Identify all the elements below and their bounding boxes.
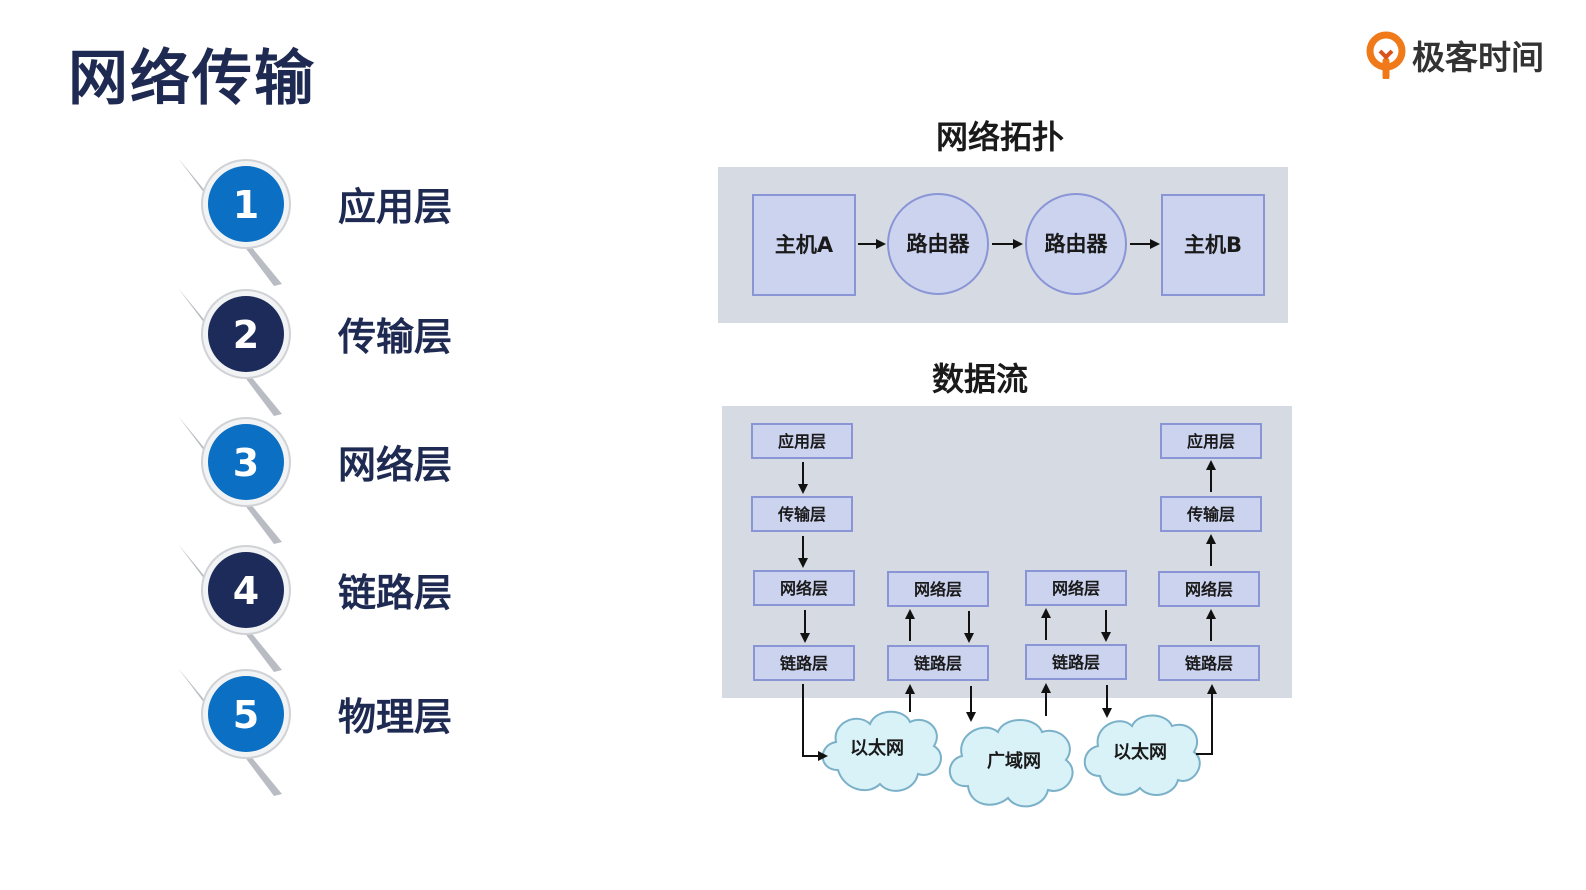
router-2-layer-label: 链路层 xyxy=(1052,653,1100,672)
router-1-layer xyxy=(887,645,989,681)
layer-label-3: 网络层 xyxy=(338,443,453,487)
badge-circle xyxy=(208,166,284,242)
router-1-layer-label: 网络层 xyxy=(914,580,962,599)
cloud-ethernet-1: 以太网 xyxy=(821,710,942,792)
host-b-layer xyxy=(1160,423,1262,459)
badge-circle xyxy=(208,552,284,628)
router-2-layer-label: 网络层 xyxy=(1052,579,1100,598)
topology-title: 网络拓扑 xyxy=(935,118,1064,156)
topology-node-host-b xyxy=(1161,194,1265,296)
badge-number: 5 xyxy=(233,693,259,737)
router-2-layer xyxy=(1025,644,1127,680)
host-a-layer-label: 应用层 xyxy=(778,432,826,451)
topology-node-label: 路由器 xyxy=(907,232,971,256)
cloud-wan: 广域网 xyxy=(948,719,1074,808)
topology-node-router-2 xyxy=(1025,193,1127,295)
topology-node-label: 主机B xyxy=(1184,233,1242,257)
badge-number: 2 xyxy=(233,313,259,357)
dataflow-title: 数据流 xyxy=(931,360,1028,398)
layer-item-5: 5 物理层 xyxy=(170,660,590,796)
topology-node-router-1 xyxy=(887,193,989,295)
host-a-layer-label: 传输层 xyxy=(777,505,826,524)
host-b-layer-label: 链路层 xyxy=(1185,654,1233,673)
cloud-label: 以太网 xyxy=(850,737,904,759)
host-a-layer xyxy=(751,423,853,459)
layer-label-2: 传输层 xyxy=(338,315,453,359)
layer-badge-3: 3 xyxy=(178,416,291,544)
host-b-layer-label: 应用层 xyxy=(1187,432,1235,451)
layer-item-3: 3 网络层 xyxy=(170,408,590,544)
topology-node-host-a xyxy=(752,194,856,296)
layer-label-1: 应用层 xyxy=(338,185,453,229)
layer-label-5: 物理层 xyxy=(338,695,453,739)
topology-node-label: 路由器 xyxy=(1045,232,1109,256)
badge-number: 4 xyxy=(233,569,259,613)
badge-circle xyxy=(208,296,284,372)
host-b-layer-label: 网络层 xyxy=(1185,580,1233,599)
page-title: 网络传输 xyxy=(68,44,316,114)
host-b-layer xyxy=(1158,645,1260,681)
layer-badge-4: 4 xyxy=(178,544,291,672)
cloud-ethernet-2: 以太网 xyxy=(1083,714,1201,796)
layer-item-2: 2 传输层 xyxy=(170,280,590,416)
host-a-layer xyxy=(751,496,853,532)
brand-logo: 极客时间 xyxy=(1366,30,1544,80)
topology-node-label: 主机A xyxy=(775,233,834,257)
badge-circle xyxy=(208,424,284,500)
host-a-layer xyxy=(753,570,855,606)
host-b-layer-label: 传输层 xyxy=(1186,505,1235,524)
layer-badge-2: 2 xyxy=(178,288,291,416)
host-a-layer-label: 网络层 xyxy=(780,579,828,598)
router-1-layer-label: 链路层 xyxy=(914,654,962,673)
host-b-layer xyxy=(1160,496,1262,532)
router-1-layer xyxy=(887,571,989,607)
brand-name: 极客时间 xyxy=(1412,38,1544,77)
host-b-layer xyxy=(1158,571,1260,607)
router-2-layer xyxy=(1025,570,1127,606)
flow-arrow xyxy=(1196,684,1217,755)
layer-badge-5: 5 xyxy=(178,668,291,796)
layer-badge-1: 1 xyxy=(178,158,291,286)
layer-item-1: 1 应用层 xyxy=(170,150,590,286)
layer-list: 1 应用层 2 传输层 3 网络层 4 链路层 xyxy=(0,0,640,890)
badge-number: 1 xyxy=(233,183,259,227)
cloud-label: 广域网 xyxy=(987,750,1041,772)
host-a-layer xyxy=(753,645,855,681)
host-a-layer-label: 链路层 xyxy=(780,654,828,673)
layer-item-4: 4 链路层 xyxy=(170,536,590,672)
badge-circle xyxy=(208,676,284,752)
cloud-label: 以太网 xyxy=(1113,741,1167,763)
geektime-logo-icon xyxy=(1366,31,1406,79)
badge-number: 3 xyxy=(233,441,259,485)
flow-arrow xyxy=(802,684,828,761)
layer-label-4: 链路层 xyxy=(338,571,453,615)
